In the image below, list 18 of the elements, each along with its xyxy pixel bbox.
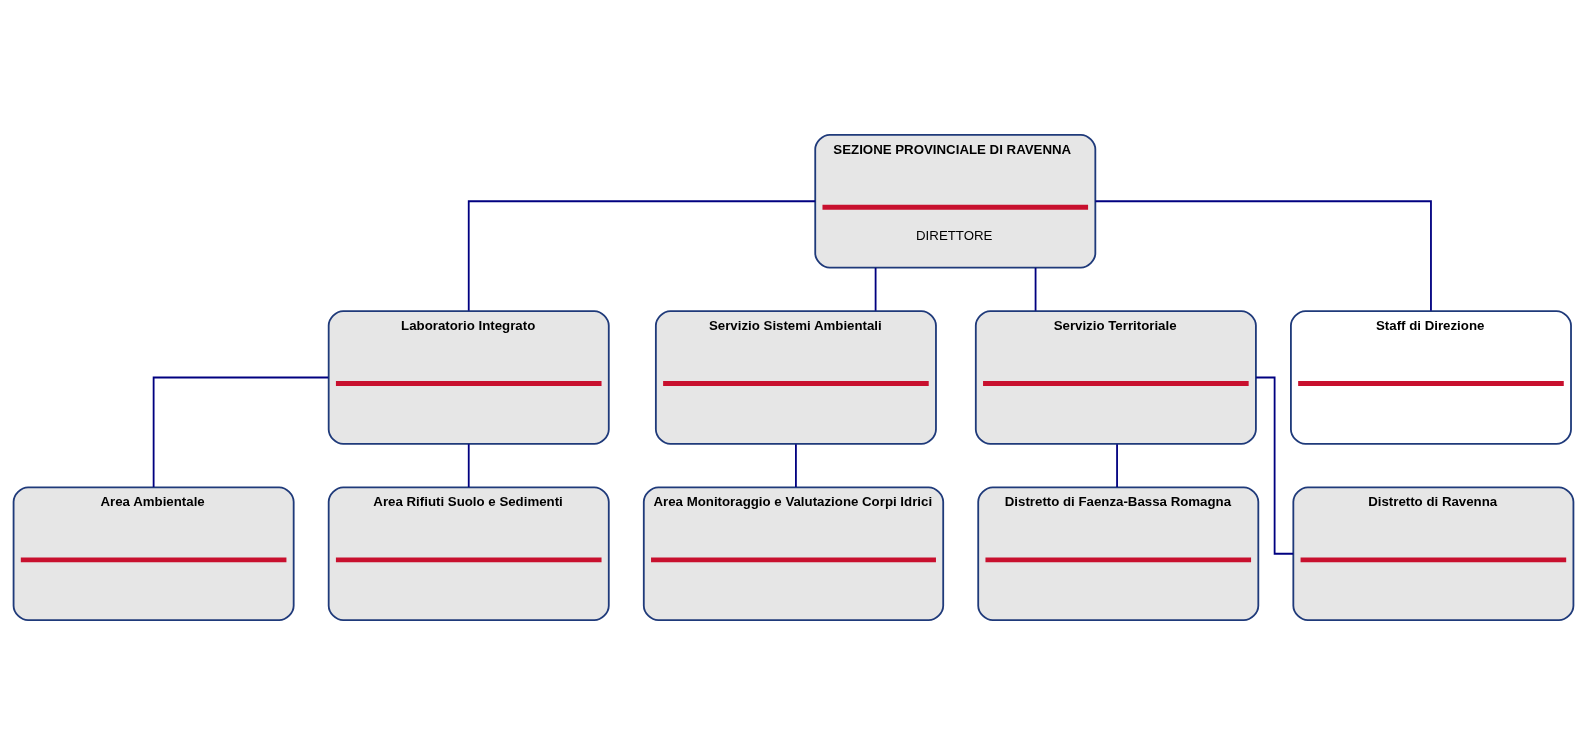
node-box: Staff di Direzione <box>1290 309 1572 445</box>
connector <box>467 442 470 488</box>
connector <box>1094 199 1432 312</box>
node-box: Area Rifiuti Suolo e Sedimenti <box>327 485 610 621</box>
node-box: Servizio Sistemi Ambientali <box>654 309 937 445</box>
node-box: Distretto di Faenza-Bassa Romagna <box>977 485 1260 621</box>
connector <box>1034 266 1037 312</box>
node-box: Distretto di Ravenna <box>1292 485 1575 621</box>
node-box: Area Monitoraggio e Valutazione Corpi Idrici <box>642 485 945 621</box>
connector <box>874 266 877 312</box>
node-box: Area Ambientale <box>12 485 295 621</box>
node-box: Servizio Territoriale <box>974 309 1257 445</box>
connector <box>152 376 330 488</box>
node-box: SEZIONE PROVINCIALE DI RAVENNA DIRETTORE <box>814 133 1097 269</box>
connector <box>795 442 797 488</box>
node-box: Laboratorio Integrato <box>327 309 610 445</box>
connector <box>1116 442 1118 488</box>
connector <box>467 199 817 312</box>
